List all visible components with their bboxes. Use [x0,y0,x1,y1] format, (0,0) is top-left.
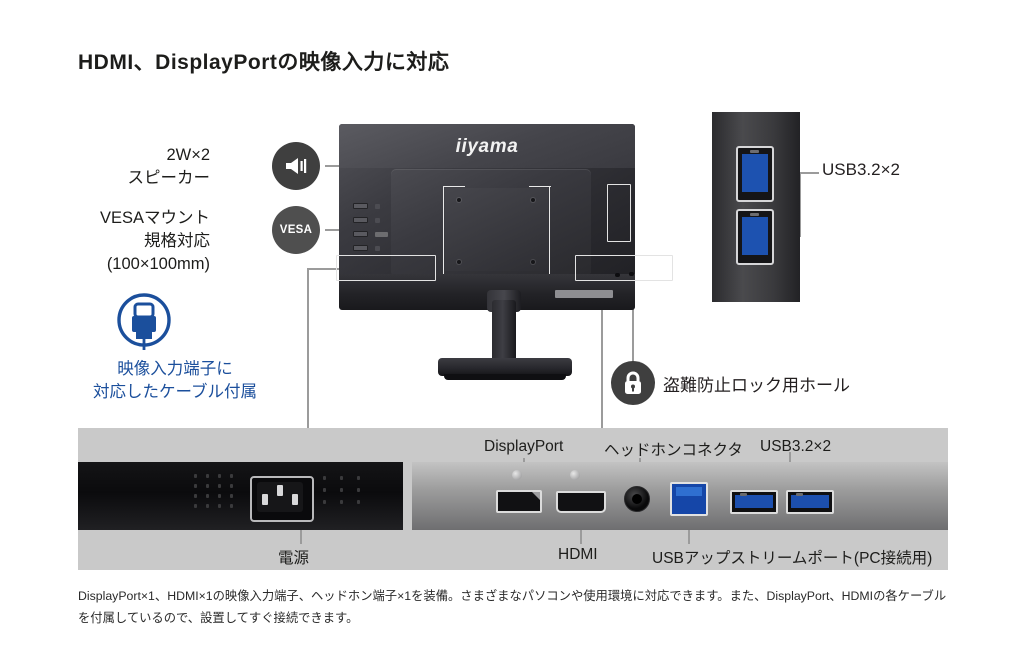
vesa-badge-icon: VESA [272,206,320,254]
monitor-rating-label [555,290,613,298]
monitor-stand-base [438,358,572,376]
cable-callout-line2: 対応したケーブル付属 [92,383,257,402]
label-hdmi: HDMI [558,546,598,563]
ac-power-inlet-inner [257,482,303,512]
vesa-screw [457,198,461,202]
osd-indicator [375,246,380,251]
label-usb-downstream: USB3.2×2 [760,438,832,455]
io-area-highlight [575,255,673,281]
leader-usb-stem [799,172,819,174]
usb-a-port-rear [736,146,774,202]
leader-power-vertical [307,268,309,463]
headphone-jack [624,486,650,512]
speaker-callout-label: 2W×2 スピーカー [60,144,211,190]
vesa-highlight-corner [529,186,551,187]
tick-hdmi [580,530,582,544]
usb-b-upstream-port [670,482,708,516]
vesa-highlight-corner [443,186,465,187]
cable-callout-line1: 映像入力端子に [117,360,233,378]
monitor-rear-illustration: iiyama [336,124,673,310]
stem-usb-downstream [789,452,791,462]
tick-usb-upstream [688,530,690,544]
vesa-screw [531,198,535,202]
usb-a-port-rear [736,209,774,265]
power-inlet-photo [78,462,403,530]
speaker-callout-line2: スピーカー [127,168,211,187]
label-power: 電源 [278,550,310,567]
monitor-side-usb-column [712,112,800,302]
vesa-highlight-corner [549,186,550,274]
label-displayport: DisplayPort [484,438,564,455]
dp-screw [512,470,522,480]
lock-callout-label: 盗難防止ロック用ホール [663,376,850,395]
monitor-stand-neck [492,300,516,362]
label-usb-upstream: USBアップストリームポート(PC接続用) [652,550,933,567]
padlock-icon [611,361,655,405]
iiyama-logo: iiyama [455,136,519,157]
usb-a-downstream-port [786,490,834,514]
io-ports-photo [412,462,948,530]
label-headphone: ヘッドホンコネクタ [604,442,743,459]
usb-area-highlight [607,184,631,242]
osd-button[interactable] [353,231,368,237]
leader-io-panel [601,280,603,463]
osd-indicator [375,218,380,223]
osd-indicator [375,204,380,209]
speaker-callout-line1: 2W×2 [166,146,210,164]
cable-callout-label: 映像入力端子に 対応したケーブル付属 [60,358,290,405]
monitor-stand-base-shadow [444,374,566,380]
displayport-port [496,490,542,513]
hdmi-port [556,491,606,513]
video-cable-icon [113,292,175,354]
power-area-highlight [336,255,436,281]
tick-power [300,530,302,544]
vesa-screw [457,260,461,264]
vesa-screw [531,260,535,264]
hdmi-screw [570,470,580,480]
caption-text: DisplayPort×1、HDMI×1の映像入力端子、ヘッドホン端子×1を装備… [78,589,947,625]
usb-a-downstream-port [730,490,778,514]
vesa-callout-line3: (100×100mm) [106,254,210,273]
vesa-badge-text: VESA [279,224,313,236]
speaker-icon [272,142,320,190]
page-title: HDMI、DisplayPortの映像入力に対応 [78,51,450,74]
osd-button[interactable] [353,217,368,223]
vesa-callout-line1: VESAマウント [99,209,210,227]
vesa-mount-plate [445,188,548,271]
vesa-callout-label: VESAマウント 規格対応 (100×100mm) [20,207,210,275]
vesa-highlight-corner [443,186,444,274]
osd-indicator [375,232,388,237]
monitor-top-bezel [339,124,635,168]
kensington-lock-hole [615,273,620,277]
usb-rear-callout-label: USB3.2×2 [822,160,900,179]
osd-button[interactable] [353,245,368,251]
vesa-callout-line2: 規格対応 [144,231,210,250]
kensington-lock-hole [629,272,634,276]
osd-button[interactable] [353,203,368,209]
leader-lock [632,272,634,362]
